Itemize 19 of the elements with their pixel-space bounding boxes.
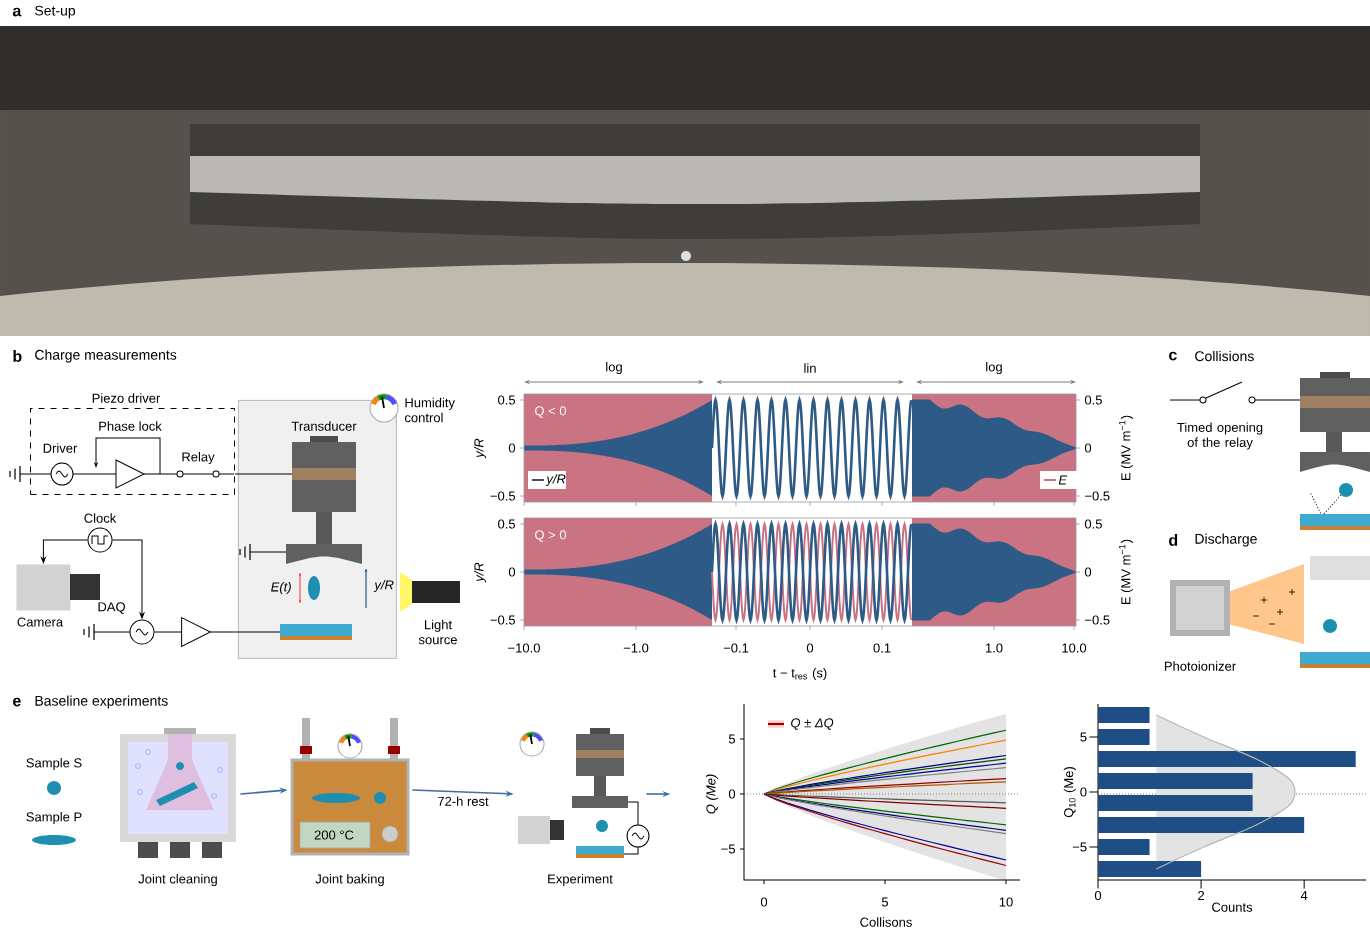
connector: [209, 631, 281, 633]
bar: [1098, 751, 1356, 768]
panel-letter: a: [12, 7, 22, 17]
connector: [112, 539, 145, 619]
bar: [1098, 817, 1305, 834]
bar: [1098, 861, 1202, 878]
connector: [154, 631, 183, 633]
connector: [41, 539, 88, 564]
bar: [1098, 773, 1253, 790]
panel-letter: e: [13, 697, 21, 707]
bar: [1098, 729, 1150, 746]
connector: [234, 473, 293, 475]
amplifier-symbol: [181, 617, 211, 647]
bar: [1098, 795, 1253, 812]
bar: [1098, 707, 1150, 724]
panel-letter: b: [13, 350, 22, 362]
panel-letter: d: [1169, 534, 1178, 546]
panel-letter: c: [1169, 351, 1177, 361]
bar: [1098, 839, 1150, 856]
